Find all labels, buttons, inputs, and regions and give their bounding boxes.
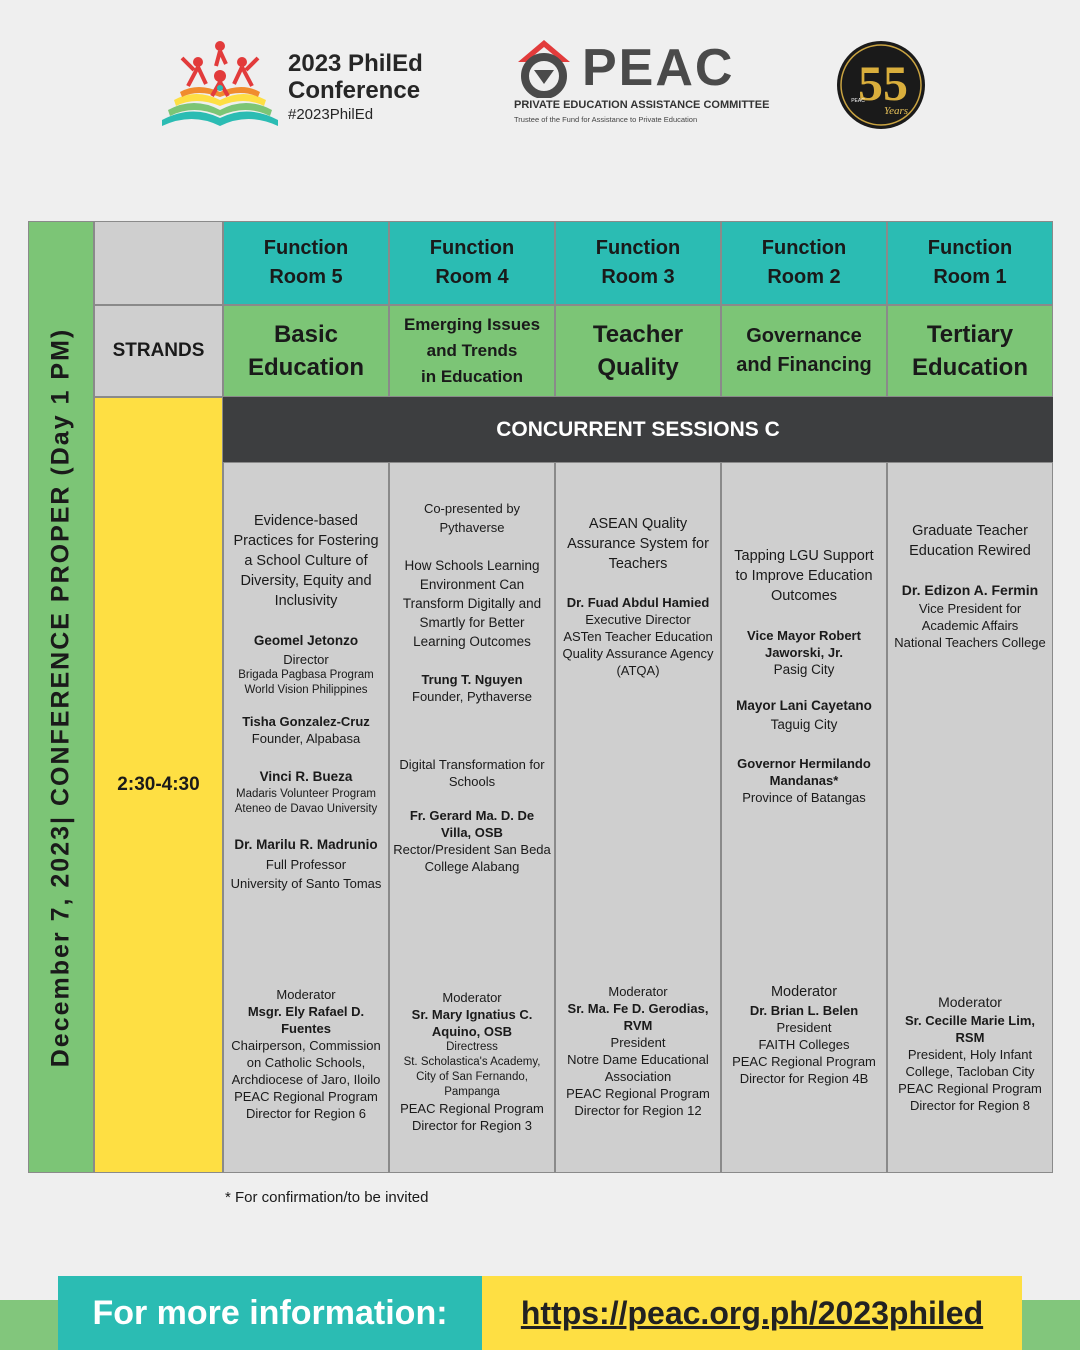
date-side-label: December 7, 2023| CONFERENCE PROPER (Day… — [28, 221, 94, 1173]
anniv-word: Years — [884, 105, 908, 117]
peac-full-name: PRIVATE EDUCATION ASSISTANCE COMMITTEE — [514, 99, 770, 111]
corner-cell — [94, 221, 223, 305]
speaker: Tisha Gonzalez-Cruz Founder, Alpabasa — [242, 714, 370, 746]
footnote: * For confirmation/to be invited — [225, 1189, 429, 1206]
peac-logo: PEAC PRIVATE EDUCATION ASSISTANCE COMMIT… — [512, 34, 769, 128]
footer-url-link[interactable]: https://peac.org.ph/2023philed — [520, 1294, 984, 1331]
speaker: Dr. Fuad Abdul Hamied Executive Director… — [562, 595, 714, 678]
peac-house-icon — [518, 40, 570, 98]
moderator: Moderator Msgr. Ely Rafael D.Fuentes Cha… — [231, 987, 381, 1121]
speaker: Trung T. Nguyen Founder, Pythaverse — [412, 672, 532, 704]
speaker: Mayor Lani Cayetano Taguig City — [736, 698, 872, 732]
time-slot: 2:30-4:30 — [94, 397, 223, 1173]
moderator: Moderator Sr. Mary Ignatius C.Aquino, OS… — [400, 990, 544, 1133]
philed-book-people-icon — [162, 41, 278, 126]
moderator: Moderator Sr. Ma. Fe D. Gerodias,RVM Pre… — [566, 984, 710, 1118]
speaker: Dr. Marilu R. Madrunio Full Professor Un… — [230, 837, 382, 891]
footer-url-box: https://peac.org.ph/2023philed — [482, 1276, 1022, 1350]
speaker: Vinci R. Bueza Madaris Volunteer Program… — [234, 769, 378, 815]
anniv-badge: PEAC — [851, 98, 865, 104]
anniv-number: 55 — [858, 55, 908, 111]
philed-title-line2: Conference — [288, 77, 421, 104]
footer-info-label: For more information: — [58, 1276, 482, 1350]
philed-hashtag: #2023PhilEd — [288, 106, 374, 123]
moderator: Moderator Sr. Cecille Marie Lim,RSM Pres… — [898, 994, 1042, 1113]
peac-wordmark: PEAC — [582, 39, 735, 97]
strands-label: STRANDS — [94, 305, 223, 397]
speaker: Geomel Jetonzo Director Brigada Pagbasa … — [238, 633, 374, 696]
peac-tagline: Trustee of the Fund for Assistance to Pr… — [514, 115, 698, 124]
philed-title-line1: 2023 PhilEd — [288, 50, 423, 77]
peac-55-years-seal: 55 Years PEAC — [837, 41, 925, 129]
concurrent-sessions-banner: CONCURRENT SESSIONS C — [223, 397, 1053, 462]
philed-conference-logo: 2023 PhilEd Conference #2023PhilEd — [158, 36, 448, 128]
